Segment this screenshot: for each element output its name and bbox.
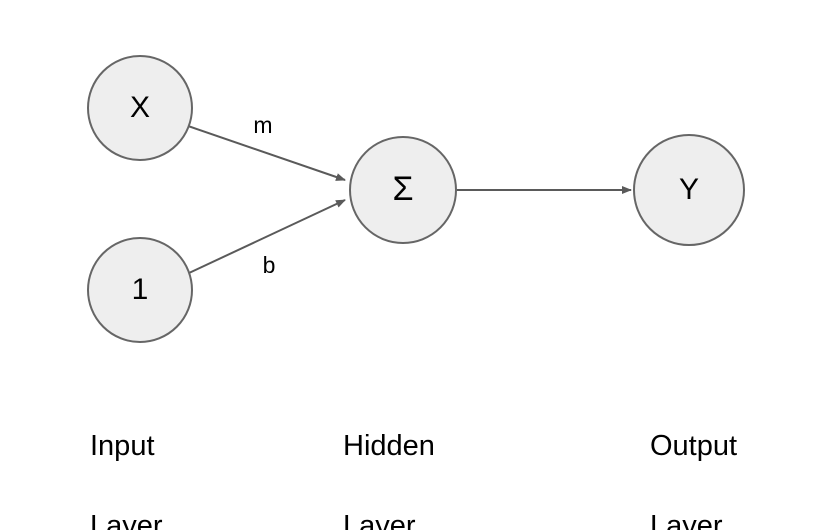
node-label-y: Y	[679, 173, 699, 206]
layer-label-output: Output Layer	[650, 386, 737, 530]
edge-label-m: m	[253, 112, 272, 138]
layer-label-output-line2: Layer	[650, 510, 723, 530]
node-circle-bias[interactable]	[87, 237, 193, 343]
node-circle-x[interactable]	[87, 55, 193, 161]
layer-label-hidden: Hidden Layer	[343, 386, 435, 530]
node-circle-y[interactable]	[633, 134, 745, 246]
layer-label-hidden-line2: Layer	[343, 510, 416, 530]
layer-label-input-line1: Input	[90, 430, 155, 462]
edge-group	[187, 125, 632, 274]
node-label-sigma: Σ	[392, 170, 413, 208]
layer-label-hidden-line1: Hidden	[343, 430, 435, 462]
node-x[interactable]: X	[87, 55, 193, 161]
node-circle-sum[interactable]	[349, 136, 457, 244]
edge-label-group: m b	[253, 112, 275, 278]
edge-label-b: b	[263, 252, 276, 278]
layer-label-input-line2: Layer	[90, 510, 163, 530]
edge-x-to-sum	[187, 125, 346, 181]
layer-label-output-line1: Output	[650, 430, 738, 462]
node-group: X 1 Σ Y	[87, 55, 745, 343]
node-label-x: X	[130, 91, 150, 124]
node-sum[interactable]: Σ	[349, 136, 457, 244]
layer-label-input: Input Layer	[90, 386, 163, 530]
node-bias[interactable]: 1	[87, 237, 193, 343]
edge-bias-to-sum	[188, 199, 346, 274]
node-label-bias: 1	[132, 273, 149, 306]
node-y[interactable]: Y	[633, 134, 745, 246]
